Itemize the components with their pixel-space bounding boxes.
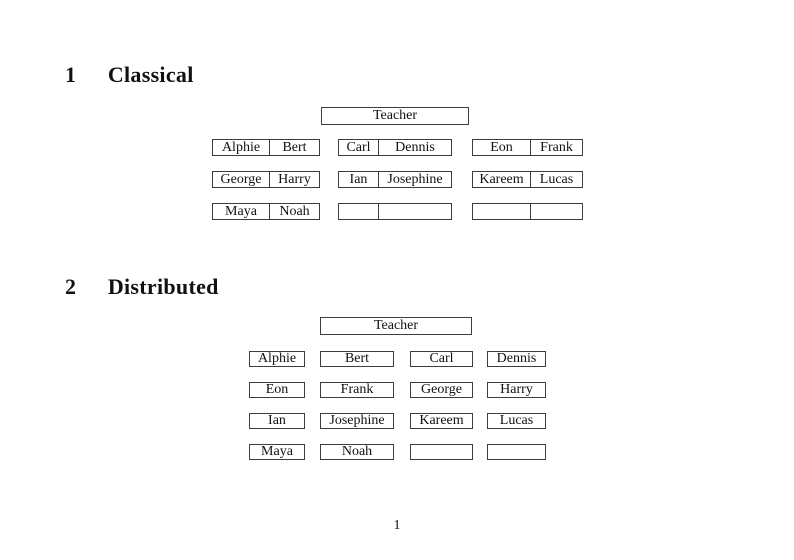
- desk-seat-left: Carl: [346, 139, 371, 155]
- desk-seat-left: Maya: [225, 203, 257, 219]
- seat-row0-col3: Dennis: [487, 351, 546, 367]
- desk-row1-col2: Kareem Lucas: [472, 171, 583, 188]
- desk-seat-right: Josephine: [378, 172, 451, 187]
- seat-row0-col2: Carl: [410, 351, 473, 367]
- seat-row3-col3: [487, 444, 546, 460]
- seat-row2-col3: Lucas: [487, 413, 546, 429]
- seat-row1-col3: Harry: [487, 382, 546, 398]
- section-number: 2: [65, 274, 77, 299]
- seat-row1-col1: Frank: [320, 382, 394, 398]
- desk-row1-col0: George Harry: [212, 171, 320, 188]
- desk-seat-left: George: [220, 171, 262, 187]
- desk-row0-col2: Eon Frank: [472, 139, 583, 156]
- seat-row1-col0: Eon: [249, 382, 305, 398]
- desk-seat-right: Dennis: [378, 140, 451, 155]
- desk-seat-left: Eon: [490, 139, 513, 155]
- desk-seat-right: Bert: [269, 140, 319, 155]
- desk-seat-right: [378, 204, 451, 219]
- seat-row3-col0: Maya: [249, 444, 305, 460]
- desk-row2-col2: [472, 203, 583, 220]
- seat-row0-col0: Alphie: [249, 351, 305, 367]
- teacher-label: Teacher: [373, 318, 419, 333]
- desk-seat-left: Alphie: [221, 139, 261, 155]
- desk-row0-col0: Alphie Bert: [212, 139, 320, 156]
- seat-row2-col2: Kareem: [410, 413, 473, 429]
- desk-seat-left: [473, 204, 530, 219]
- page-number: 1: [393, 518, 401, 533]
- desk-seat-right: Frank: [530, 140, 582, 155]
- section-heading-classical: 1 Classical: [65, 62, 194, 88]
- desk-row1-col1: Ian Josephine: [338, 171, 452, 188]
- desk-seat-right: [530, 204, 582, 219]
- section-title: Distributed: [107, 274, 219, 299]
- desk-row2-col1: [338, 203, 452, 220]
- seat-row2-col0: Ian: [249, 413, 305, 429]
- seat-row3-col2: [410, 444, 473, 460]
- seat-row3-col1: Noah: [320, 444, 394, 460]
- desk-seat-right: Noah: [269, 204, 319, 219]
- seat-row1-col2: George: [410, 382, 473, 398]
- section-number: 1: [65, 62, 77, 87]
- desk-row2-col0: Maya Noah: [212, 203, 320, 220]
- teacher-label: Teacher: [372, 108, 418, 123]
- desk-seat-left: Ian: [349, 171, 368, 187]
- desk-seat-left: [339, 204, 378, 219]
- teacher-box-distributed: Teacher: [320, 317, 472, 335]
- section-heading-distributed: 2 Distributed: [65, 274, 219, 300]
- teacher-box-classical: Teacher: [321, 107, 469, 125]
- desk-seat-right: Lucas: [530, 172, 582, 187]
- seat-row0-col1: Bert: [320, 351, 394, 367]
- desk-seat-right: Harry: [269, 172, 319, 187]
- seat-row2-col1: Josephine: [320, 413, 394, 429]
- desk-seat-left: Kareem: [479, 171, 524, 187]
- desk-row0-col1: Carl Dennis: [338, 139, 452, 156]
- section-title: Classical: [107, 62, 194, 87]
